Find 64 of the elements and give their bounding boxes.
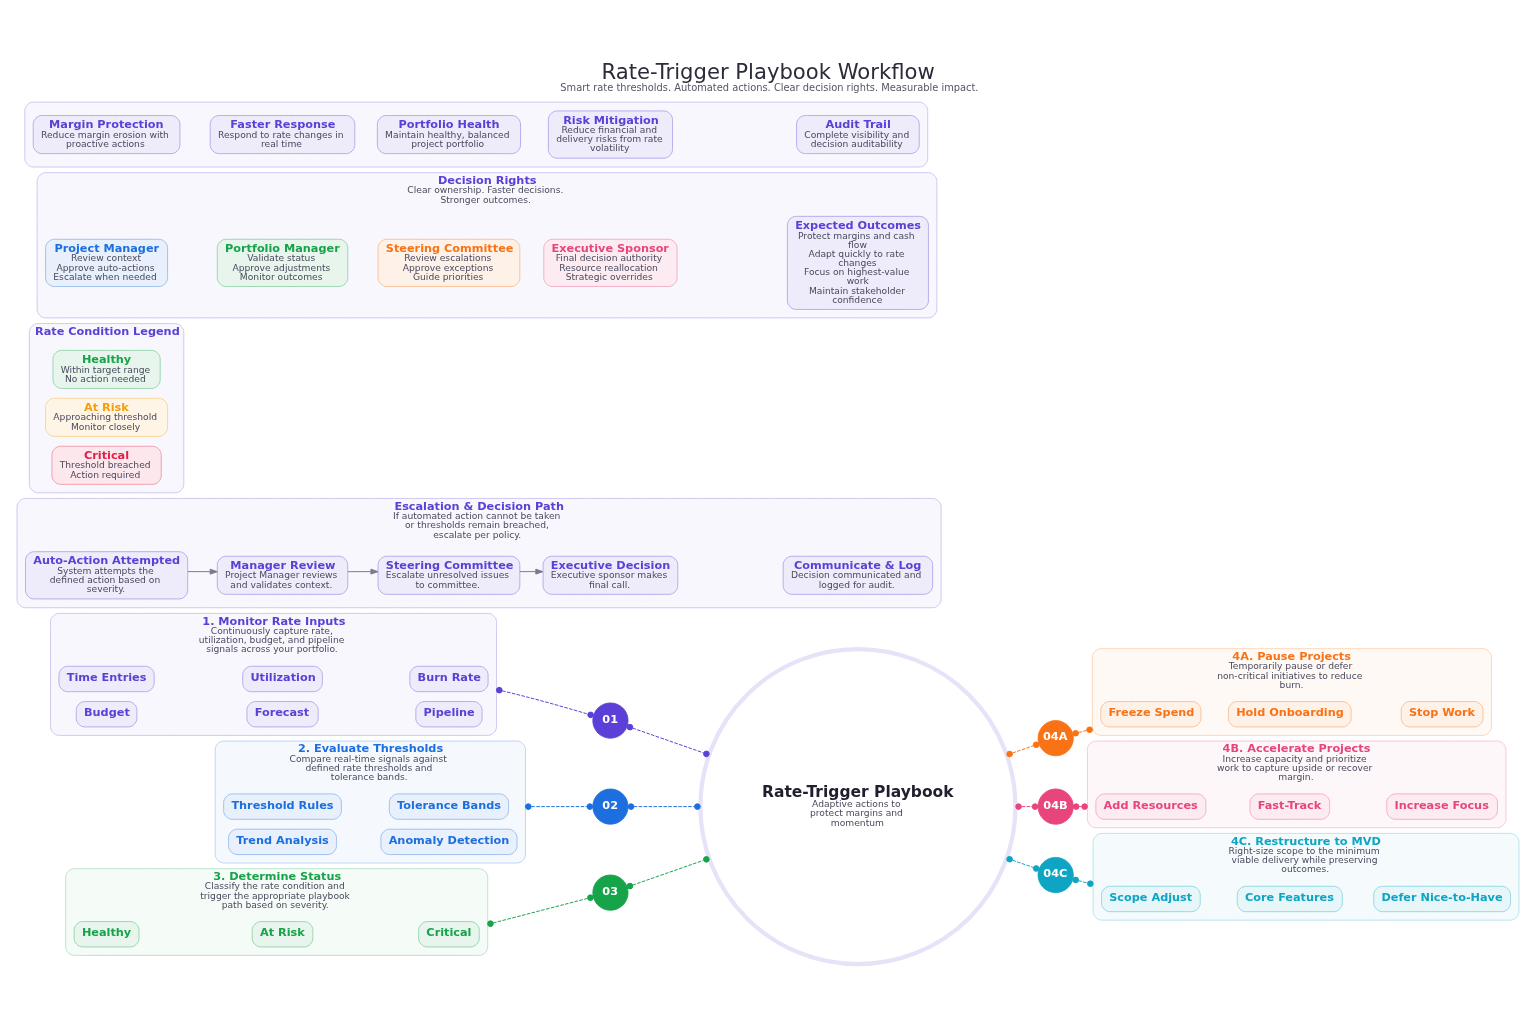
connector — [495, 686, 594, 719]
node-box: Expected Outcomes Protect margins and cash flow Adapt quickly to rate changes Focus on highest-value work Maintain stakeholder confidence — [786, 215, 929, 310]
connector — [626, 856, 710, 890]
connector — [1015, 803, 1039, 810]
arrow — [347, 568, 379, 575]
node-box: Communicate & Log Decision communicated and logged for audit. — [782, 555, 934, 595]
arrow — [519, 568, 544, 575]
node-box: Steering Committee Review escalations Approve exceptions Guide priorities — [377, 238, 521, 287]
node-box: Executive Sponsor Final decision authority Resource reallocation Strategic overrides — [543, 238, 678, 287]
node-box: Freeze Spend — [1100, 701, 1202, 728]
node-box: Add Resources — [1095, 793, 1207, 820]
cluster — [24, 101, 929, 168]
node-box: Core Features — [1236, 885, 1343, 913]
node-box: Critical — [418, 921, 480, 948]
diagram-title: Rate-Trigger Playbook Workflow — [601, 58, 935, 84]
node-box: Burn Rate — [409, 665, 489, 693]
node-box: Critical Threshold breached Action required — [51, 445, 162, 485]
node-box: Faster Response Respond to rate changes in real time — [209, 115, 356, 155]
node-box: Auto-Action Attempted System attempts the defined action based on severity. — [25, 551, 189, 600]
node-box: Portfolio Manager Validate status Approve adjustments Monitor outcomes — [216, 238, 349, 287]
node-box: Tolerance Bands — [388, 793, 509, 820]
node-box: Executive Decision Executive sponsor makes final call. — [542, 555, 679, 595]
node-box: Steering Committee Escalate unresolved issues to committee. — [377, 555, 521, 595]
node-box: Margin Protection Reduce margin erosion with proactive actions — [32, 115, 181, 155]
node-box: Trend Analysis — [228, 828, 337, 855]
node-box: Threshold Rules — [223, 793, 342, 820]
node-circle: 04C — [1037, 856, 1074, 894]
node-circle: 01 — [592, 702, 629, 739]
node-circle: Rate-Trigger Playbook Adaptive actions to protect margins and momentum — [698, 646, 1018, 967]
node-box: Defer Nice-to-Have — [1373, 885, 1511, 913]
node-circle: 03 — [592, 874, 629, 911]
connector — [1006, 855, 1040, 872]
connector — [487, 894, 594, 927]
connector — [1072, 803, 1088, 810]
node-circle: 02 — [592, 788, 629, 825]
node-box: Increase Focus — [1386, 793, 1498, 820]
connector — [1072, 876, 1094, 887]
connector — [524, 803, 594, 810]
node-circle: 04A — [1037, 720, 1074, 757]
node-box: Forecast — [246, 701, 319, 728]
node-box: Budget — [75, 701, 138, 728]
connector — [627, 803, 701, 810]
node-box: Hold Onboarding — [1228, 701, 1352, 728]
node-box: Audit Trail Complete visibility and decision auditability — [796, 115, 920, 155]
node-box: Portfolio Health Maintain healthy, balanced project portfolio — [376, 115, 521, 155]
node-box: Healthy — [73, 921, 140, 948]
node-box: Stop Work — [1400, 701, 1484, 728]
node-circle: 04B — [1037, 788, 1074, 825]
arrow — [187, 568, 218, 575]
node-box: At Risk Approaching threshold Monitor closely — [45, 397, 168, 437]
node-box: Healthy Within target range No action needed — [52, 349, 161, 389]
connector — [626, 723, 710, 758]
node-box: Anomaly Detection — [380, 828, 518, 855]
node-box: Utilization — [242, 665, 323, 693]
node-box: Pipeline — [415, 701, 483, 728]
connector — [1072, 726, 1093, 737]
node-box: Risk Mitigation Reduce financial and delivery risks from rate volatility — [547, 110, 673, 159]
node-box: Manager Review Project Manager reviews and validates context. — [216, 555, 349, 595]
connector — [1006, 741, 1040, 758]
node-box: Project Manager Review context Approve auto-actions Escalate when needed — [45, 238, 168, 287]
node-box: Fast-Track — [1249, 793, 1331, 820]
node-box: Scope Adjust — [1101, 885, 1201, 913]
node-box: Time Entries — [58, 665, 155, 693]
node-box: At Risk — [251, 921, 314, 948]
